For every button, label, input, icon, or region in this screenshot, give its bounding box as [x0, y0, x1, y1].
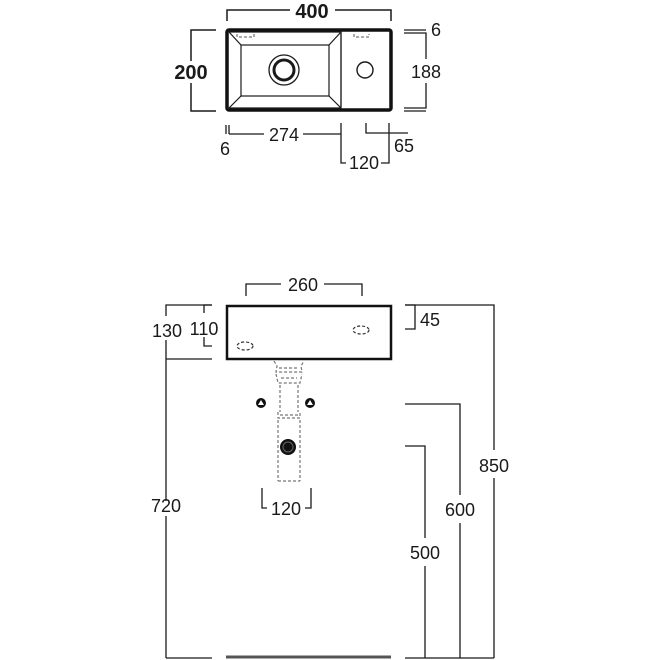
siphon-trap — [273, 360, 305, 482]
basin-outline-front — [225, 304, 393, 361]
dim-fixing-height-label: 600 — [445, 500, 475, 520]
waste-outlet-icon — [280, 439, 296, 455]
dim-left-heights — [165, 304, 212, 659]
dim-right-heights — [405, 304, 495, 659]
dim-bowl-width-label: 274 — [269, 125, 299, 145]
basin-outline-top — [225, 28, 393, 112]
supply-valve-icon — [256, 398, 266, 408]
top-view: 400 200 — [174, 1, 441, 173]
dim-total-height-label: 130 — [152, 321, 182, 341]
dim-depth-200 — [190, 29, 216, 112]
dim-depth-label: 200 — [174, 62, 207, 84]
dim-rim-left-label: 6 — [220, 139, 230, 159]
dim-tap-edge-label: 65 — [394, 136, 414, 156]
dim-supply-spacing-label: 120 — [271, 499, 301, 519]
tap-hole-icon — [356, 61, 374, 79]
dim-supply-spacing — [261, 488, 312, 509]
dim-width-400 — [226, 9, 392, 21]
dim-floor-bottom-label: 720 — [151, 496, 181, 516]
dim-rim-right-label: 6 — [431, 20, 441, 40]
front-view: 260 130 110 720 — [151, 275, 509, 659]
dim-inner-depth-label: 188 — [411, 62, 441, 82]
dim-fixing-spacing-label: 260 — [288, 275, 318, 295]
dim-fixing-top-label: 45 — [420, 310, 440, 330]
dim-right-rim — [404, 29, 427, 112]
fixing-hole-icon — [352, 325, 370, 335]
supply-valve-icon — [305, 398, 315, 408]
dim-tap-offset-label: 120 — [349, 153, 379, 173]
waste-drain-icon — [268, 54, 300, 86]
dim-width-label: 400 — [295, 1, 328, 23]
overflow-slot-icon — [236, 34, 370, 38]
dim-waste-height-label: 500 — [410, 543, 440, 563]
fixing-hole-icon — [236, 341, 254, 351]
dim-floor-top-label: 850 — [479, 456, 509, 476]
dim-bottom-set — [225, 123, 408, 164]
basin-bowl — [228, 31, 342, 109]
dim-bowl-height-label: 110 — [190, 319, 219, 339]
dim-fixing-spacing — [245, 283, 363, 296]
